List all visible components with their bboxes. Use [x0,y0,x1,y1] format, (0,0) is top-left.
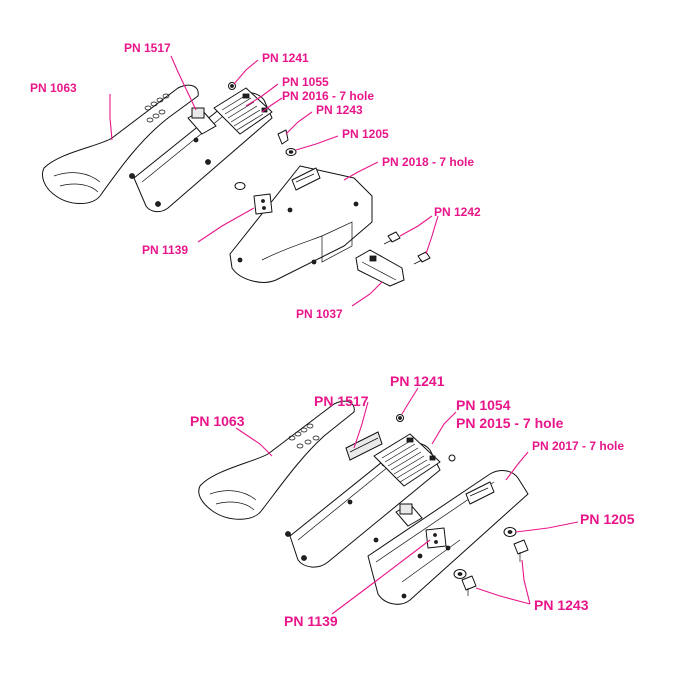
top-foot-pad-holes [144,93,170,123]
top-washer-1205 [285,148,297,156]
bottom-label-pn1054: PN 1054 [456,397,511,413]
bottom-label-pn1243: PN 1243 [534,597,589,613]
top-assembly: PN 1517 PN 1063 PN 1241 PN 1055 PN 2016 … [30,41,481,321]
top-ratchet-ridges [221,93,264,131]
bottom-ratchet-ridges [381,439,431,483]
bottom-label-pn1241: PN 1241 [390,373,445,389]
top-screw-1241 [228,82,236,90]
top-leader-lines [109,55,439,307]
bottom-strap-buckle [395,503,423,527]
top-hinge-clip [355,249,405,287]
bottom-label-pn1517: PN 1517 [314,393,369,409]
top-label-pn1139: PN 1139 [142,243,188,257]
bottom-screw-1241 [396,414,404,422]
bottom-labels: PN 1241 PN 1517 PN 1054 PN 1063 PN 2015 … [190,373,635,629]
top-label-pn1037: PN 1037 [296,307,343,321]
bottom-leader-lines [235,387,579,615]
top-label-pn1241: PN 1241 [262,51,309,65]
top-strap [187,107,217,135]
top-label-pn2016: PN 2016 - 7 hole [282,89,374,103]
top-screws-1242 [383,231,431,265]
bottom-strap [345,431,383,461]
bottom-ratchet-buckle [373,433,441,487]
bottom-label-pn1205: PN 1205 [580,511,635,527]
bottom-washer-2 [453,569,467,579]
bottom-screw-small [448,454,456,462]
bottom-washer-1205 [503,527,517,537]
bottom-bracket-1139 [425,527,447,549]
bottom-label-pn2015: PN 2015 - 7 hole [456,415,564,431]
top-label-pn2018: PN 2018 - 7 hole [382,155,474,169]
bottom-foot-pad [198,400,355,520]
top-label-pn1063: PN 1063 [30,81,77,95]
bottom-label-pn2017: PN 2017 - 7 hole [532,439,624,453]
top-heel-plate [229,165,373,283]
bottom-label-pn1139: PN 1139 [284,613,338,629]
top-label-pn1205: PN 1205 [342,127,389,141]
top-ratchet-buckle [213,87,273,135]
top-label-pn1242: PN 1242 [434,205,481,219]
bottom-screws-1243 [461,539,529,596]
bottom-label-pn1063: PN 1063 [190,413,245,429]
top-nut [234,182,246,190]
top-bracket-1139 [253,193,273,215]
top-foot-pad [42,84,199,204]
top-screw-1243 [277,129,289,145]
bottom-heel-plate [367,470,529,605]
top-label-pn1055: PN 1055 [282,75,329,89]
top-label-pn1517: PN 1517 [124,41,171,55]
top-labels: PN 1517 PN 1063 PN 1241 PN 1055 PN 2016 … [30,41,481,321]
top-label-pn1243: PN 1243 [316,103,363,117]
bottom-foot-pad-holes [288,423,320,449]
bottom-assembly: PN 1241 PN 1517 PN 1054 PN 1063 PN 2015 … [190,373,635,629]
